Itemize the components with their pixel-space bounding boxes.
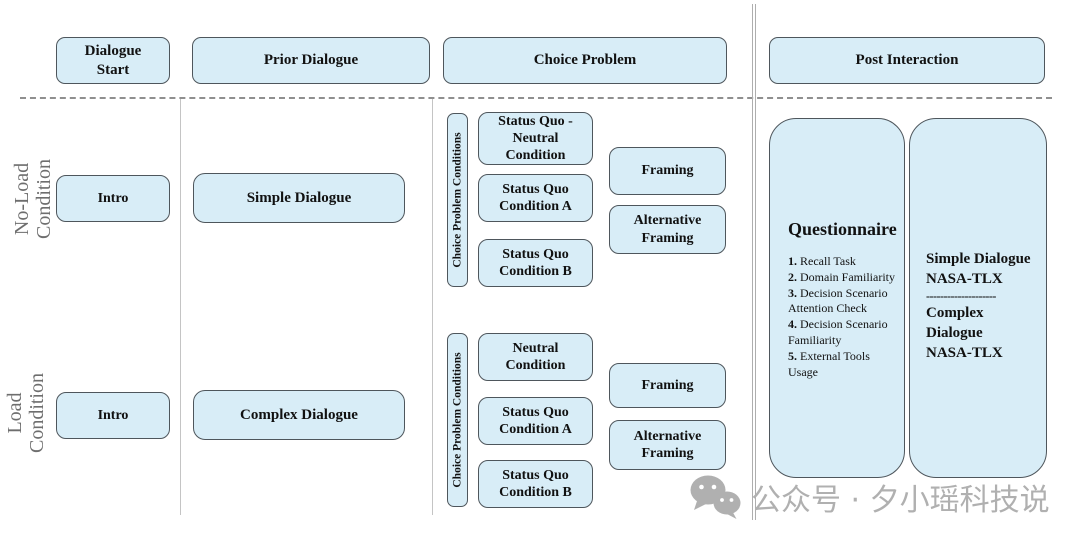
row-label-load-condition: Load Condition (4, 373, 48, 454)
row-label-no-load-condition: No-Load Condition (11, 159, 55, 240)
load-condition-1-label: Neutral Condition (505, 340, 566, 373)
nasa-tlx-content: Simple Dialogue NASA-TLX ---------------… (926, 249, 1038, 363)
column-divider-1 (180, 99, 181, 515)
load-intro-label: Intro (97, 407, 129, 423)
watermark-text: 公众号 · 夕小瑶科技说 (751, 483, 1050, 518)
header-dialogue-start-label: Dialogue Start (84, 43, 142, 78)
questionnaire-list: 1. Recall Task 2. Domain Familiarity 3. … (788, 254, 900, 381)
no-load-framing-box: Framing (609, 147, 726, 195)
wechat-icon (690, 475, 741, 519)
nasa-simple-dialogue-label: Simple Dialogue (926, 251, 1031, 267)
load-condition-box-1: Neutral Condition (478, 333, 593, 381)
no-load-intro-box: Intro (56, 175, 170, 222)
header-prior-dialogue-label: Prior Dialogue (263, 52, 359, 69)
simple-dialogue-box: Simple Dialogue (193, 173, 405, 223)
load-condition-box-3: Status Quo Condition B (478, 460, 593, 508)
load-alternative-framing-label: Alternative Framing (633, 428, 702, 461)
no-load-condition-box-2: Status Quo Condition A (478, 174, 593, 222)
column-divider-2 (432, 99, 433, 515)
header-choice-problem: Choice Problem (443, 37, 727, 84)
nasa-tlx-label-1: NASA-TLX (926, 271, 1003, 288)
load-choice-problem-conditions-strip: Choice Problem Conditions (447, 333, 468, 507)
header-prior-dialogue: Prior Dialogue (192, 37, 430, 84)
no-load-condition-2-label: Status Quo Condition A (499, 181, 572, 214)
load-alternative-framing-box: Alternative Framing (609, 420, 726, 470)
nasa-separator: -------------------- (926, 288, 996, 303)
watermark: 公众号 · 夕小瑶科技说 (688, 474, 1050, 520)
load-framing-box: Framing (609, 363, 726, 408)
no-load-condition-box-3: Status Quo Condition B (478, 239, 593, 287)
no-load-intro-label: Intro (97, 190, 129, 206)
header-post-interaction: Post Interaction (769, 37, 1045, 84)
no-load-condition-1-label: Status Quo - Neutral Condition (498, 113, 573, 164)
no-load-choice-problem-conditions-strip: Choice Problem Conditions (447, 113, 468, 287)
load-intro-box: Intro (56, 392, 170, 439)
load-choice-problem-conditions-label: Choice Problem Conditions (451, 352, 464, 488)
complex-dialogue-box: Complex Dialogue (193, 390, 405, 440)
no-load-condition-box-1: Status Quo - Neutral Condition (478, 112, 593, 165)
header-separator-dashed-line (20, 97, 1052, 99)
questionnaire-item: 5. External Tools Usage (788, 348, 870, 379)
questionnaire-item: 1. Recall Task (788, 254, 856, 268)
no-load-choice-problem-conditions-label: Choice Problem Conditions (451, 132, 464, 268)
load-condition-2-label: Status Quo Condition A (499, 404, 572, 437)
nasa-complex-dialogue-label: Complex Dialogue (926, 304, 984, 341)
questionnaire-box: Questionnaire 1. Recall Task 2. Domain F… (769, 118, 905, 478)
nasa-tlx-label-2: NASA-TLX (926, 345, 1003, 362)
questionnaire-item: 2. Domain Familiarity (788, 269, 895, 284)
questionnaire-item: 4. Decision Scenario Familiarity (788, 317, 888, 348)
questionnaire-item: 3. Decision Scenario Attention Check (788, 285, 888, 316)
header-choice-problem-label: Choice Problem (533, 52, 637, 69)
header-dialogue-start: Dialogue Start (56, 37, 170, 84)
load-framing-label: Framing (641, 377, 694, 393)
no-load-alternative-framing-box: Alternative Framing (609, 205, 726, 254)
simple-dialogue-label: Simple Dialogue (246, 189, 352, 206)
no-load-condition-3-label: Status Quo Condition B (499, 246, 572, 279)
load-condition-box-2: Status Quo Condition A (478, 397, 593, 445)
no-load-alternative-framing-label: Alternative Framing (633, 213, 702, 246)
complex-dialogue-label: Complex Dialogue (240, 406, 358, 423)
header-post-interaction-label: Post Interaction (855, 52, 959, 69)
no-load-framing-label: Framing (641, 163, 694, 179)
questionnaire-title: Questionnaire (788, 219, 897, 239)
nasa-tlx-box: Simple Dialogue NASA-TLX ---------------… (909, 118, 1047, 478)
load-condition-3-label: Status Quo Condition B (499, 467, 572, 500)
column-divider-double (752, 4, 756, 520)
